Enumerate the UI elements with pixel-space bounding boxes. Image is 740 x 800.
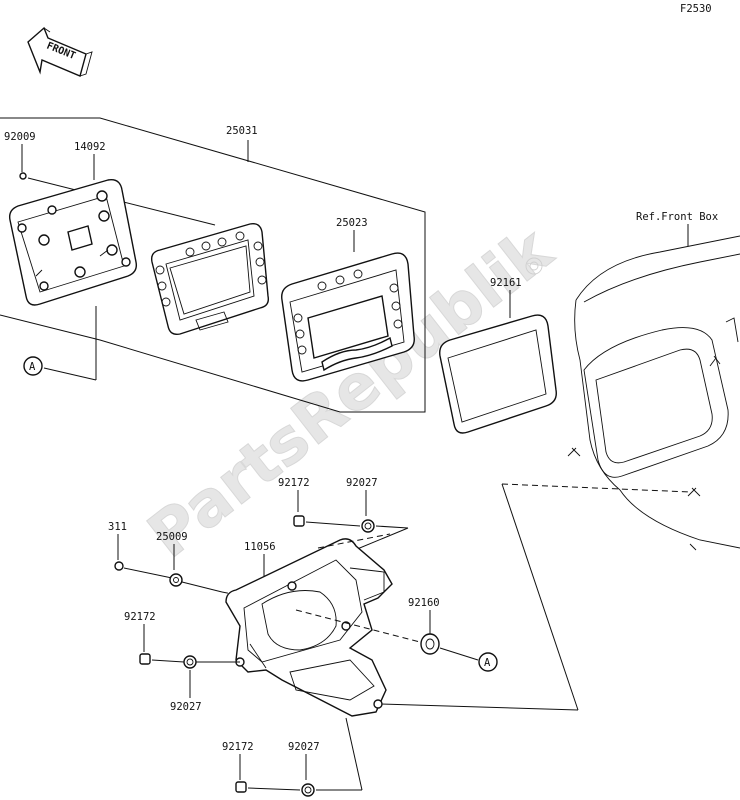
- gasket-92161: 92161: [439, 277, 557, 434]
- cover-14092: 14092: [8, 141, 138, 306]
- label-92009: 92009: [4, 131, 36, 143]
- label-92172-upper: 92172: [278, 477, 310, 489]
- label-92172-left: 92172: [124, 611, 156, 623]
- front-arrow-icon: FRONT: [27, 26, 93, 77]
- fastener-mark-icon: [709, 355, 721, 367]
- label-11056: 11056: [244, 541, 276, 553]
- meter-25023: 25023: [281, 217, 415, 382]
- label-92027-bottom: 92027: [288, 741, 320, 753]
- bracket-11056: 11056: [225, 533, 421, 717]
- label-92027-left: 92027: [170, 701, 202, 713]
- label-311: 311: [108, 521, 127, 533]
- label-92161: 92161: [490, 277, 522, 289]
- assembly-outline: 25031: [0, 117, 426, 413]
- label-25023: 25023: [336, 217, 368, 229]
- label-25031: 25031: [226, 125, 258, 137]
- label-92172-bottom: 92172: [222, 741, 254, 753]
- gear-icon: [525, 257, 543, 275]
- bolt-group-upper: 92172 92027: [278, 477, 409, 553]
- front-box: Ref.Front Box: [501, 211, 740, 551]
- grommet-92160: 92160 A: [408, 597, 498, 672]
- ref-front-box-label: Ref.Front Box: [636, 211, 718, 223]
- bolt-group-left: 92172 92027: [124, 611, 240, 713]
- label-14092: 14092: [74, 141, 106, 153]
- figure-code: F2530: [680, 3, 712, 15]
- marker-a-left: A: [29, 361, 36, 373]
- label-92160: 92160: [408, 597, 440, 609]
- label-25009: 25009: [156, 531, 188, 543]
- label-92027-upper: 92027: [346, 477, 378, 489]
- meter-frame: [150, 222, 270, 336]
- ref-marker-left: A: [23, 306, 97, 381]
- marker-a-right: A: [484, 657, 491, 669]
- bolt-group-bottom: 92172 92027: [222, 717, 363, 797]
